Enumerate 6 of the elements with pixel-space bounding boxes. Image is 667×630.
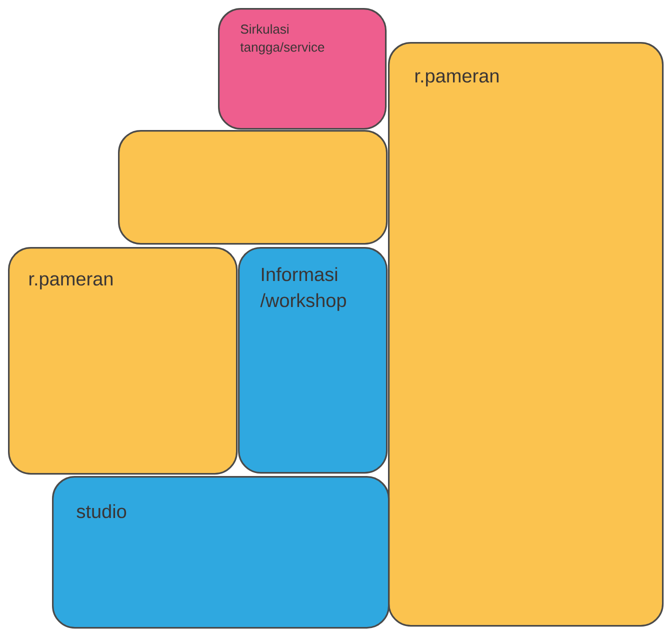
room-box: r.pameran bbox=[388, 42, 664, 627]
room-box: Informasi /workshop bbox=[238, 247, 388, 474]
room-box: studio bbox=[52, 476, 390, 629]
room-box: Sirkulasi tangga/service bbox=[218, 8, 387, 130]
room-box: r.pameran bbox=[8, 247, 238, 475]
room-box bbox=[118, 130, 388, 245]
